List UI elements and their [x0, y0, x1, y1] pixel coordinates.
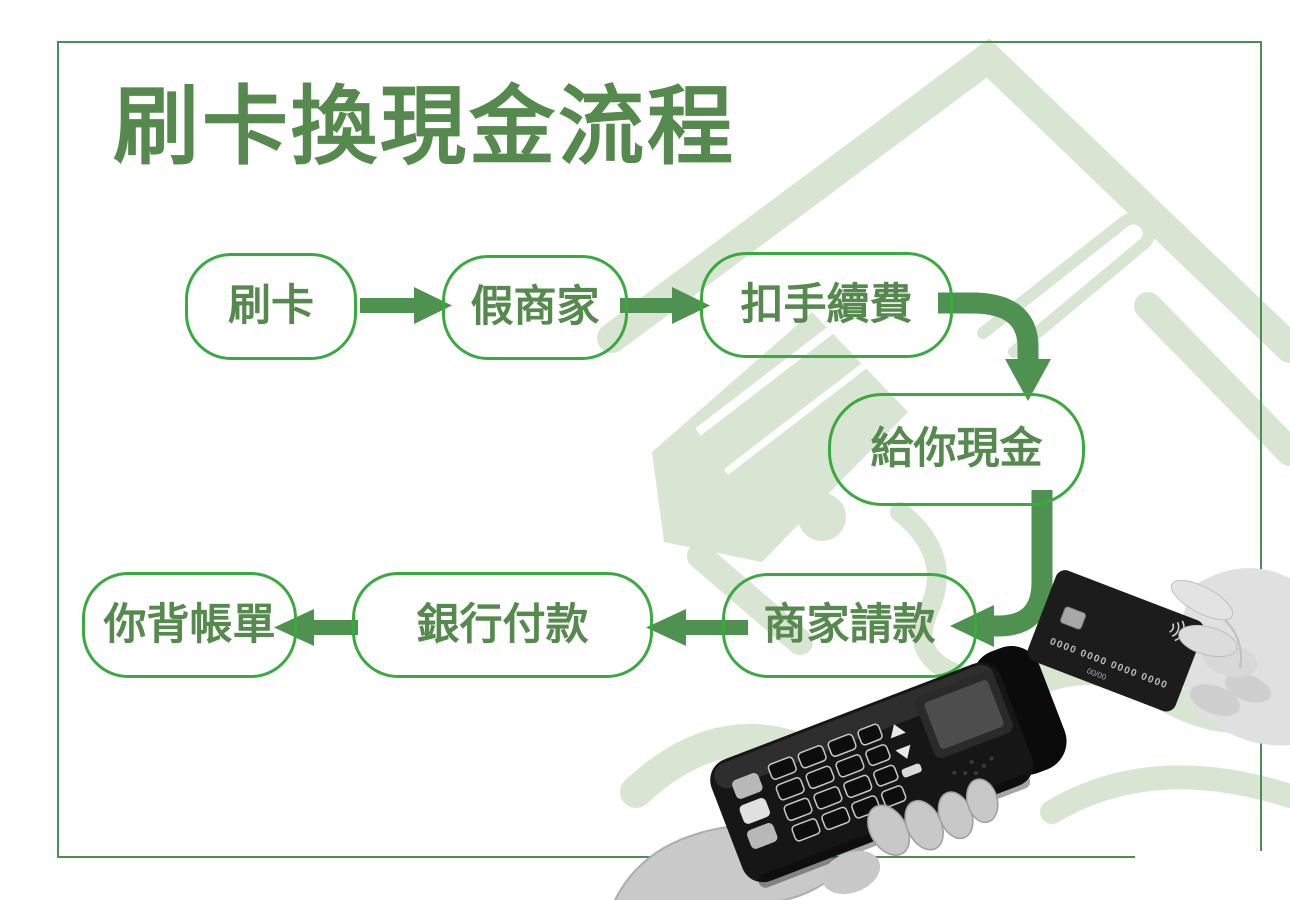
flow-step-swipe-card: 刷卡: [185, 253, 357, 360]
card-chip-icon: [1060, 606, 1087, 630]
watermark-curve: [1040, 765, 1290, 824]
flow-step-you-owe-bill: 你背帳單: [82, 572, 297, 678]
credit-card: [1027, 570, 1204, 712]
arrow-right-icon: [360, 287, 452, 324]
nav-bar-key: [901, 763, 922, 778]
arrow-left-head-icon: [950, 605, 994, 647]
hand-fingers: [822, 778, 999, 894]
watermark-slash: [695, 322, 839, 436]
flow-step-deduct-fee: 扣手續費: [700, 252, 953, 358]
arrow-down-head-icon: [1005, 359, 1051, 401]
terminal-function-keys: [732, 773, 778, 849]
terminal-keypad: [767, 723, 907, 842]
curved-arrow-left-icon: [992, 490, 1053, 637]
terminal-screen: [924, 680, 1004, 749]
watermark-hairpin: [977, 212, 1155, 358]
watermark-silhouette: [652, 312, 908, 562]
watermark-band: [597, 38, 1290, 363]
arrow-left-icon: [646, 609, 748, 646]
flow-step-bank-pays: 銀行付款: [352, 572, 653, 678]
nav-up-icon: [890, 724, 906, 739]
arrow-right-icon: [620, 287, 710, 324]
flow-step-merchant-claims: 商家請款: [722, 573, 977, 678]
flow-step-give-cash: 給你現金: [828, 393, 1085, 506]
watermark-slash: [723, 363, 867, 475]
speaker-dots: [952, 756, 994, 776]
hand-grip-fingers: [1170, 579, 1242, 669]
photo-matte: [1135, 851, 1275, 862]
page-title: 刷卡換現金流程: [113, 79, 736, 175]
curved-arrow-down-icon: [938, 292, 1039, 362]
nav-down-icon: [895, 744, 911, 759]
watermark-band: [1134, 292, 1290, 466]
flow-step-fake-merchant: 假商家: [442, 255, 628, 360]
watermark-dot: [798, 493, 846, 541]
